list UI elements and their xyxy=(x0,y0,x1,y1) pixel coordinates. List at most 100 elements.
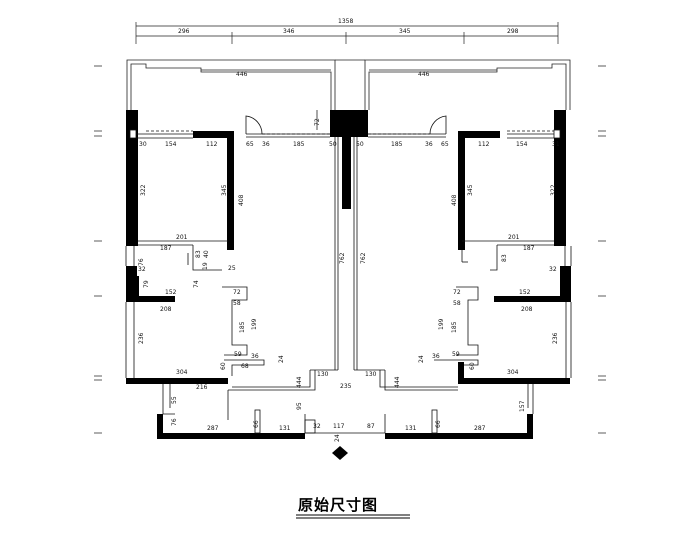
dim-l36b: 36 xyxy=(251,353,259,360)
dim-r201: 201 xyxy=(508,234,520,241)
dim-r287: 287 xyxy=(474,425,486,432)
dim-l19: 19 xyxy=(202,262,209,270)
dim-top-seg-3: 345 xyxy=(399,28,411,35)
dim-l304: 304 xyxy=(176,369,188,376)
dim-r187: 187 xyxy=(523,245,535,252)
dim-l59: 59 xyxy=(234,351,242,358)
dim-r36b: 36 xyxy=(432,353,440,360)
dim-l287: 287 xyxy=(207,425,219,432)
dim-l185: 185 xyxy=(293,141,305,148)
dim-top-seg-1: 296 xyxy=(178,28,190,35)
dim-r304: 304 xyxy=(507,369,519,376)
dim-l762: 762 xyxy=(339,252,346,264)
dim-top-seg-4: 298 xyxy=(507,28,519,35)
dimension-labels: 30 154 112 65 36 185 50 50 185 36 65 112… xyxy=(138,141,560,442)
dim-l32b: 32 xyxy=(313,423,321,430)
dim-l65: 65 xyxy=(246,141,254,148)
dim-r131: 131 xyxy=(405,425,417,432)
dim-l55: 55 xyxy=(171,396,178,404)
dim-balcony-left: 446 xyxy=(236,71,248,78)
dim-l95: 95 xyxy=(296,402,303,410)
dim-l30: 30 xyxy=(139,141,147,148)
dim-r36: 36 xyxy=(425,141,433,148)
dim-r112: 112 xyxy=(478,141,490,148)
dim-r130: 130 xyxy=(365,371,377,378)
dim-r345: 345 xyxy=(467,184,474,196)
dim-l201: 201 xyxy=(176,234,188,241)
dim-l444: 444 xyxy=(296,376,303,388)
thin-walls xyxy=(125,129,572,434)
dim-l187: 187 xyxy=(160,245,172,252)
dim-l236: 236 xyxy=(138,332,145,344)
dim-r66: 66 xyxy=(435,420,442,428)
dim-l79: 79 xyxy=(143,280,150,288)
dim-c87: 87 xyxy=(367,423,375,430)
dim-l408: 408 xyxy=(238,194,245,206)
dim-l36: 36 xyxy=(262,141,270,148)
dim-r208: 208 xyxy=(521,306,533,313)
dim-r185: 185 xyxy=(391,141,403,148)
dim-l76: 76 xyxy=(138,258,145,266)
side-tick-marks xyxy=(94,65,606,434)
dim-r60: 60 xyxy=(469,362,476,370)
dim-72: 72 xyxy=(314,118,321,126)
dim-l83: 83 xyxy=(195,250,202,258)
dim-r31: 31 xyxy=(552,141,560,148)
dim-c24: 24 xyxy=(334,434,341,442)
dim-r59: 59 xyxy=(452,351,460,358)
dim-l76b: 76 xyxy=(171,418,178,426)
dim-l25: 25 xyxy=(228,265,236,272)
dim-r32: 32 xyxy=(549,266,557,273)
dim-l130: 130 xyxy=(317,371,329,378)
dim-r58: 58 xyxy=(453,300,461,307)
dim-r236: 236 xyxy=(552,332,559,344)
dim-l152: 152 xyxy=(165,289,177,296)
dim-l72b: 72 xyxy=(233,289,241,296)
dim-l345: 345 xyxy=(221,184,228,196)
dim-l131: 131 xyxy=(279,425,291,432)
dim-l74: 74 xyxy=(193,280,200,288)
dim-r185b: 185 xyxy=(451,321,458,333)
entrance-arrow-icon xyxy=(332,446,348,460)
door-swings xyxy=(146,115,554,135)
dim-l40: 40 xyxy=(203,250,210,258)
dim-l60: 60 xyxy=(220,362,227,370)
dim-r322: 322 xyxy=(550,184,557,196)
dim-r83: 83 xyxy=(501,254,508,262)
dim-r65: 65 xyxy=(441,141,449,148)
dim-r157: 157 xyxy=(519,400,526,412)
drawing-sheet xyxy=(96,8,604,530)
dim-l68: 68 xyxy=(241,363,249,370)
dim-l24: 24 xyxy=(278,355,285,363)
dim-l66: 66 xyxy=(253,420,260,428)
dim-r444: 444 xyxy=(394,376,401,388)
dim-c117: 117 xyxy=(333,423,345,430)
dim-balcony-right: 446 xyxy=(418,71,430,78)
drawing-title: 原始尺寸图 xyxy=(298,496,378,514)
top-dimension-lines xyxy=(135,22,559,44)
dim-r199: 199 xyxy=(438,318,445,330)
dim-overall: 1358 xyxy=(338,18,353,25)
dim-r408: 408 xyxy=(451,194,458,206)
dim-l112: 112 xyxy=(206,141,218,148)
dim-top-seg-2: 346 xyxy=(283,28,295,35)
dim-l154: 154 xyxy=(165,141,177,148)
dim-l32: 32 xyxy=(138,266,146,273)
dim-c235: 235 xyxy=(340,383,352,390)
dim-r152: 152 xyxy=(519,289,531,296)
dim-r24: 24 xyxy=(418,355,425,363)
dim-r72b: 72 xyxy=(453,289,461,296)
dim-l208: 208 xyxy=(160,306,172,313)
dim-l199: 199 xyxy=(251,318,258,330)
dim-l58: 58 xyxy=(233,300,241,307)
solid-walls xyxy=(126,110,571,439)
dim-r762: 762 xyxy=(360,252,367,264)
dim-l185b: 185 xyxy=(239,321,246,333)
dim-r154: 154 xyxy=(516,141,528,148)
dim-l216: 216 xyxy=(196,384,208,391)
balcony-outline xyxy=(126,59,571,130)
dim-r50: 50 xyxy=(356,141,364,148)
dim-l322: 322 xyxy=(140,184,147,196)
dim-l50: 50 xyxy=(329,141,337,148)
